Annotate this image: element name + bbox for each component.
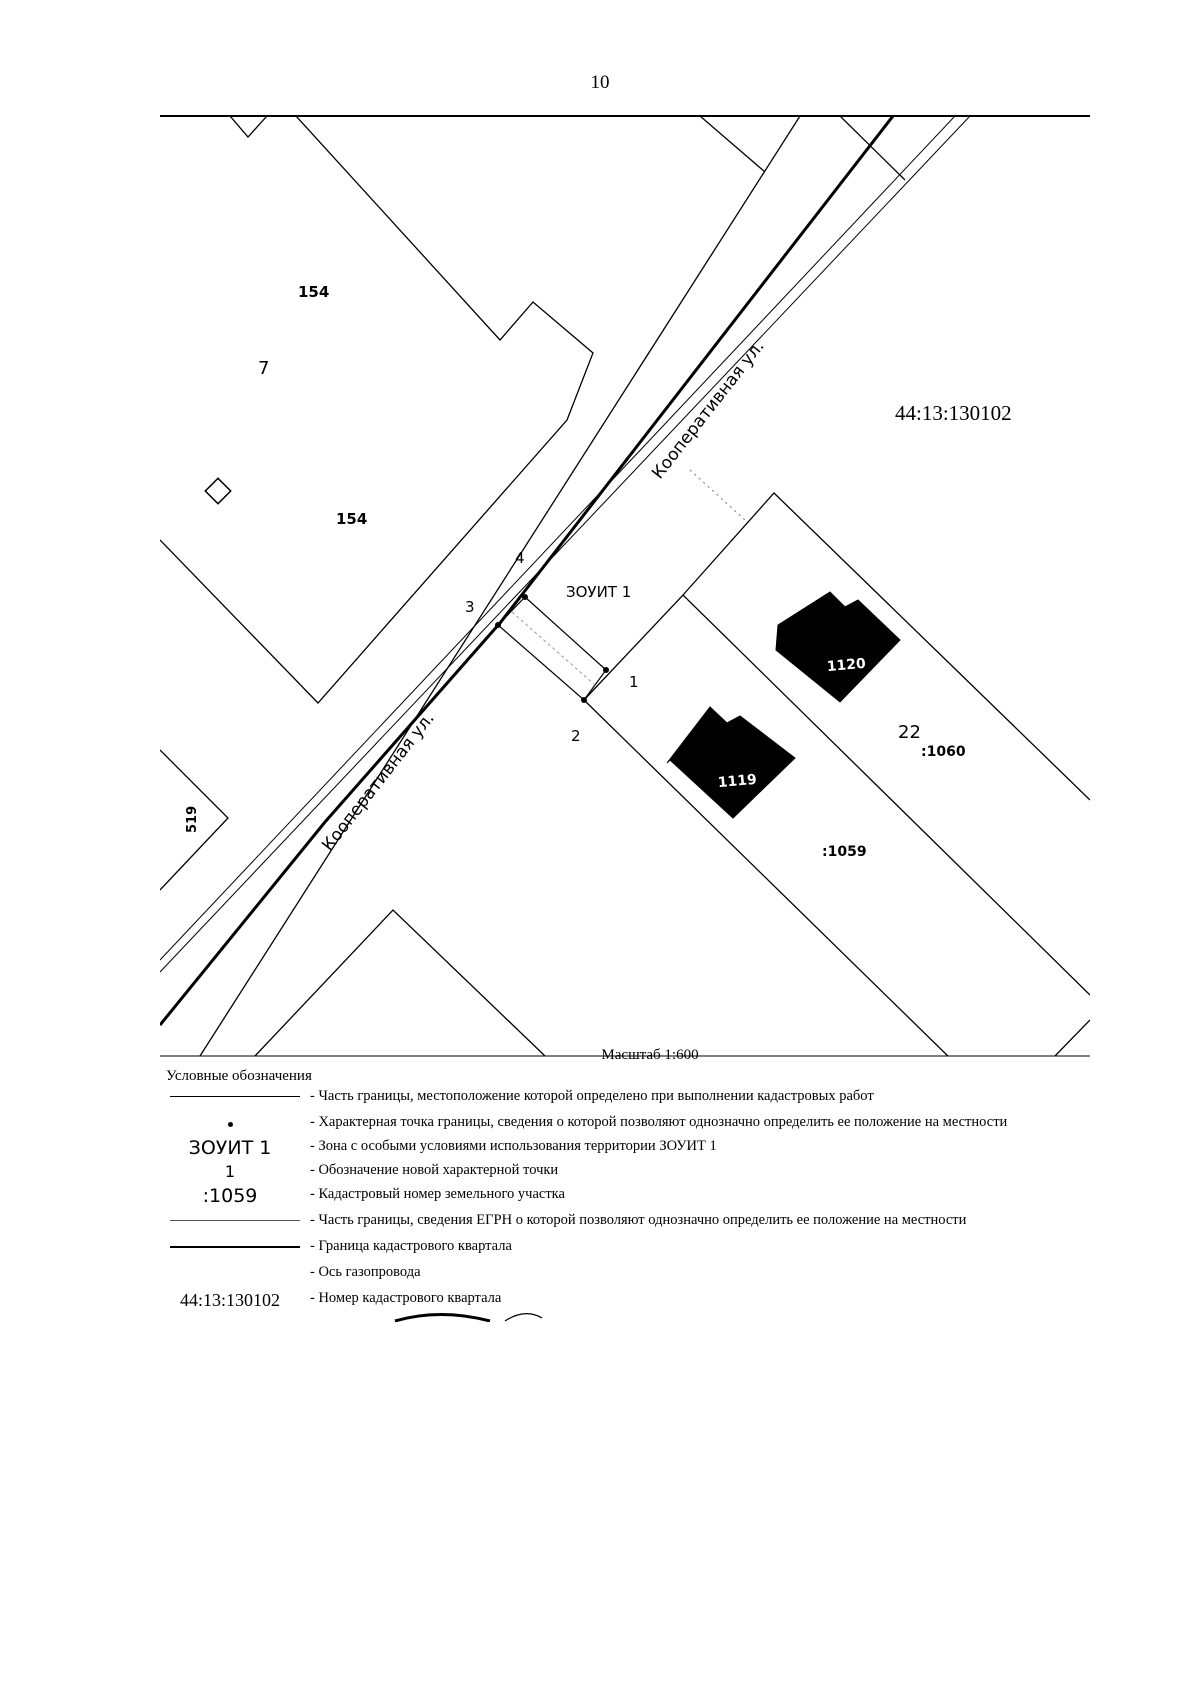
legend-title: Условные обозначения <box>166 1068 312 1084</box>
point-dot-icon <box>227 1122 233 1127</box>
label-point-1: 1 <box>629 673 639 691</box>
legend-symbol-parcel-number: :1059 <box>202 1185 258 1207</box>
street-line-2 <box>160 116 956 961</box>
label-parcel-1059: :1059 <box>822 844 867 860</box>
parcel-boundary-ne2 <box>839 116 906 181</box>
parcel-boundary-ne <box>699 116 766 173</box>
legend-item: 1 - Обозначение новой характерной точки <box>160 1160 1160 1184</box>
gas-pipeline-axis <box>689 469 746 521</box>
label-parcel-519: 519 <box>185 806 200 833</box>
point-marker-3 <box>495 622 501 628</box>
legend-symbol-new-point: 1 <box>224 1162 236 1181</box>
label-street-bottom: Кооперативная ул. <box>318 709 438 855</box>
quarter-boundary <box>160 116 895 1026</box>
legend-symbol-quarter-number: 44:13:130102 <box>179 1290 280 1310</box>
point-marker-1 <box>603 667 609 673</box>
stamp-fragment-icon <box>394 1313 543 1322</box>
legend-item: - Характерная точка границы, сведения о … <box>160 1112 1160 1136</box>
label-point-2: 2 <box>571 727 581 745</box>
label-building-1119: 1119 <box>717 772 757 791</box>
building-1119 <box>666 706 796 819</box>
legend-item: :1059 - Кадастровый номер земельного уча… <box>160 1184 1160 1208</box>
legend-symbol-egrn-boundary <box>160 1210 300 1234</box>
parcel-boundary-154 <box>229 116 268 138</box>
point-marker-4 <box>522 594 528 600</box>
landmark-marker <box>204 477 232 505</box>
label-number-22: 22 <box>898 722 921 743</box>
legend-item: - Часть границы, сведения ЕГРН о которой… <box>160 1210 1160 1234</box>
parcel-boundary-1060 <box>682 492 1090 801</box>
legend-item: - Ось газопровода <box>160 1262 1160 1286</box>
legend-symbol-quarter-boundary <box>160 1236 300 1260</box>
label-quarter-number: 44:13:130102 <box>895 401 1012 425</box>
building-1120 <box>775 591 901 703</box>
point-marker-2 <box>581 697 587 703</box>
parcel-boundary-154-north <box>160 116 594 704</box>
street-line-3 <box>160 116 971 973</box>
label-point-3: 3 <box>465 598 475 616</box>
map-scale: Масштаб 1:600 <box>601 1047 699 1063</box>
label-parcel-1060: :1060 <box>921 744 966 760</box>
label-zone: ЗОУИТ 1 <box>566 583 631 601</box>
legend-item: ЗОУИТ 1 - Зона с особыми условиями испол… <box>160 1136 1160 1160</box>
parcel-boundary-south <box>254 909 546 1056</box>
parcel-boundary-519 <box>160 749 229 891</box>
legend-symbol-survey-boundary <box>160 1086 300 1110</box>
label-point-4: 4 <box>515 549 525 567</box>
zone-zouit-1 <box>497 596 607 701</box>
legend-item: - Часть границы, местоположение которой … <box>160 1086 1160 1110</box>
legend-item: - Граница кадастрового квартала <box>160 1236 1160 1260</box>
legend-item: 44:13:130102 - Номер кадастрового кварта… <box>160 1288 1160 1312</box>
label-parcel-7: 7 <box>258 358 269 379</box>
parcel-boundary-1059 <box>583 699 949 1056</box>
label-parcel-154-top: 154 <box>298 283 329 301</box>
legend-symbol-gas-pipeline <box>160 1262 300 1286</box>
label-parcel-154-mid: 154 <box>336 510 367 528</box>
page-number: 10 <box>590 72 610 93</box>
legend-symbol-zone: ЗОУИТ 1 <box>188 1137 272 1159</box>
label-building-1120: 1120 <box>826 656 866 675</box>
legend-symbol-point <box>160 1112 300 1136</box>
parcel-boundary-se <box>1054 1019 1090 1056</box>
street-line-1 <box>199 116 801 1056</box>
cadastral-map: 154 7 154 Кооперативная ул. Кооперативна… <box>160 115 1090 1057</box>
